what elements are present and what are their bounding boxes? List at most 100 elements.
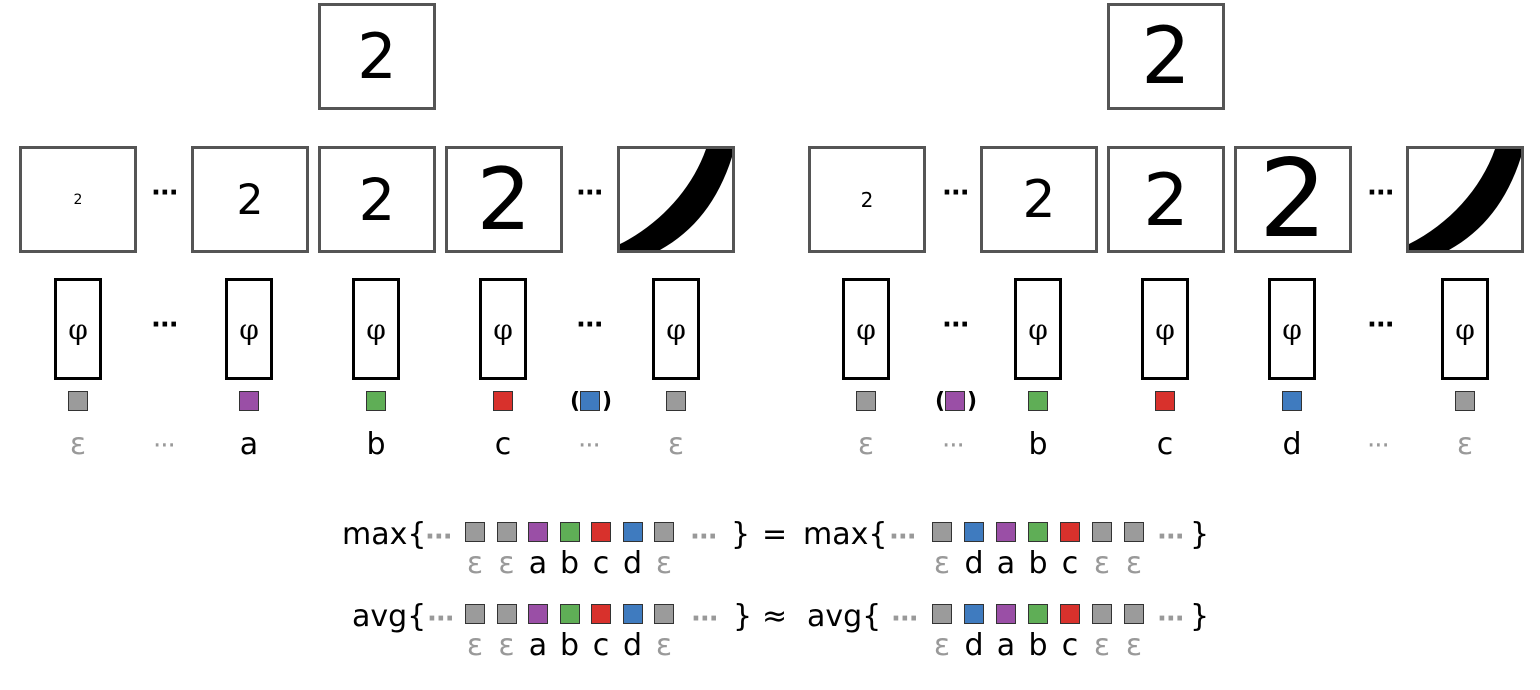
left_panel-feature-square-1 — [239, 391, 259, 411]
left_panel-label-ellipsis-1: ··· — [578, 431, 601, 461]
equation-1-right-label-6: ε — [1125, 628, 1143, 663]
equation-1-left-trail-dots: ··· — [691, 604, 719, 634]
digit-stroke-closeup — [620, 149, 732, 250]
left_panel-frame-ellipsis-1: ··· — [576, 178, 604, 208]
equation-1-left-label-2: a — [528, 628, 548, 663]
equation-1-right-label-3: b — [1028, 628, 1048, 663]
equation-1-right-trail-dots: ··· — [1157, 604, 1185, 634]
right_panel-phi-box-1: φ — [1014, 278, 1062, 380]
left_panel-phi-box-2: φ — [352, 278, 400, 380]
equation-1-right-square-5 — [1092, 604, 1112, 624]
left_panel-scale-frame-2: 2 — [318, 146, 436, 253]
equation-0-right-square-1 — [964, 522, 984, 542]
equation-0-right-square-2 — [996, 522, 1016, 542]
left_panel-phi-box-0: φ — [54, 278, 102, 380]
equation-1-relation: ≈ — [762, 599, 788, 634]
equation-1-right-label-2: a — [996, 628, 1016, 663]
equation-0-left-label-0: ε — [466, 546, 484, 581]
left_panel-label-ellipsis-0: ··· — [153, 431, 176, 461]
equation-1-left-square-5 — [622, 604, 643, 624]
left_panel-phi-box-1: φ — [225, 278, 273, 380]
equation-1-left-lead-dots: ··· — [427, 604, 455, 634]
left_panel-phi-box-4: φ — [652, 278, 700, 380]
left_panel-scale-frame-0: 2 — [19, 146, 137, 253]
right_panel-feature-square-1 — [1028, 391, 1048, 411]
equation-0-left-trail-dots: ··· — [690, 522, 718, 552]
left_panel-column-label-3: c — [494, 427, 512, 462]
equation-0-right-square-6 — [1124, 522, 1144, 542]
equation-1-left-label-4: c — [592, 628, 610, 663]
equation-0-right-label-4: c — [1061, 546, 1079, 581]
right_panel-column-label-2: c — [1156, 427, 1174, 462]
right_panel-phi-box-3: φ — [1268, 278, 1316, 380]
equation-0-left-square-2 — [528, 522, 548, 542]
equation-0-left-square-1 — [496, 522, 517, 542]
left_panel-feature-square-3 — [493, 391, 513, 411]
right_panel-frame-ellipsis-0: ··· — [942, 178, 970, 208]
right_panel-phi-box-0: φ — [842, 278, 890, 380]
right_panel-feature-square-3 — [1282, 391, 1302, 411]
equation-0-left-label-6: ε — [655, 546, 673, 581]
equation-1-right-label-4: c — [1061, 628, 1079, 663]
equation-0-left-square-0 — [465, 522, 485, 542]
equation-0-left-label-5: d — [622, 546, 643, 581]
equation-1-right-close: } — [1190, 599, 1210, 634]
equation-1-left-square-6 — [654, 604, 674, 624]
left_panel-frame-ellipsis-0: ··· — [151, 178, 179, 208]
right_panel-frame-ellipsis-3: ··· — [1367, 310, 1395, 340]
right_panel-label-ellipsis-0: ··· — [942, 431, 965, 461]
right_panel-column-label-1: b — [1028, 427, 1048, 462]
equation-1-left-square-4 — [591, 604, 611, 624]
equation-0-right-label-6: ε — [1125, 546, 1143, 581]
equation-1-left-label-0: ε — [466, 628, 484, 663]
right_panel-feature-square-0 — [856, 391, 876, 411]
equation-0-right-label-5: ε — [1093, 546, 1111, 581]
right_panel-scale-frame-0: 2 — [808, 146, 926, 253]
equation-0-right-label-0: ε — [933, 546, 951, 581]
left_panel-paren-close: ) — [602, 389, 613, 414]
equation-0-left-lead-dots: ··· — [425, 522, 453, 552]
equation-1-left-label-1: ε — [498, 628, 515, 663]
equation-0-right-op: max{ — [803, 517, 888, 552]
right_panel-scale-frame-1: 2 — [980, 146, 1098, 253]
equation-0-right-square-3 — [1028, 522, 1048, 542]
right_panel-feature-square-2 — [1155, 391, 1175, 411]
digit-glyph: 2 — [358, 165, 396, 234]
digit-glyph: 2 — [860, 187, 874, 212]
right_panel-phi-box-2: φ — [1141, 278, 1189, 380]
left_panel-column-label-1: a — [239, 427, 259, 462]
left_panel-frame-ellipsis-2: ··· — [151, 310, 179, 340]
equation-1-left-square-2 — [528, 604, 548, 624]
right_panel-column-label-3: d — [1282, 427, 1302, 462]
equation-0-left-square-5 — [622, 522, 643, 542]
right_panel-scale-frame-2: 2 — [1107, 146, 1225, 253]
equation-1-right-square-4 — [1060, 604, 1080, 624]
equation-1-left-square-0 — [465, 604, 485, 624]
equation-1-right-op: avg{ — [807, 599, 882, 634]
right_panel-paren-close: ) — [967, 389, 978, 414]
right_panel-phi-box-4: φ — [1441, 278, 1489, 380]
right_panel-inserted-square — [945, 391, 965, 411]
left_panel-feature-square-4 — [666, 391, 686, 411]
left_panel-column-label-0: ε — [69, 427, 87, 462]
equation-0-right-label-1: d — [964, 546, 984, 581]
equation-0-relation: = — [762, 517, 788, 552]
right_panel-column-label-0: ε — [857, 427, 875, 462]
equation-0-right-trail-dots: ··· — [1157, 522, 1185, 552]
equation-0-left-square-4 — [591, 522, 611, 542]
equation-1-right-square-2 — [996, 604, 1016, 624]
equation-0-left-op: max{ — [342, 517, 427, 552]
right_panel-frame-ellipsis-2: ··· — [942, 310, 970, 340]
equation-1-left-close: } — [733, 599, 753, 634]
equation-0-right-lead-dots: ··· — [889, 522, 917, 552]
right_panel-label-ellipsis-1: ··· — [1367, 431, 1390, 461]
right_panel-feature-square-4 — [1455, 391, 1475, 411]
digit-glyph: 2 — [1258, 146, 1328, 253]
right_panel-scale-frame-4 — [1406, 146, 1524, 253]
equation-1-left-square-3 — [559, 604, 580, 624]
right_panel-scale-frame-3: 2 — [1234, 146, 1352, 253]
digit-glyph: 2 — [357, 19, 397, 93]
left_panel-scale-frame-3: 2 — [445, 146, 563, 253]
equation-0-right-square-0 — [932, 522, 952, 542]
equation-0-right-label-2: a — [996, 546, 1016, 581]
